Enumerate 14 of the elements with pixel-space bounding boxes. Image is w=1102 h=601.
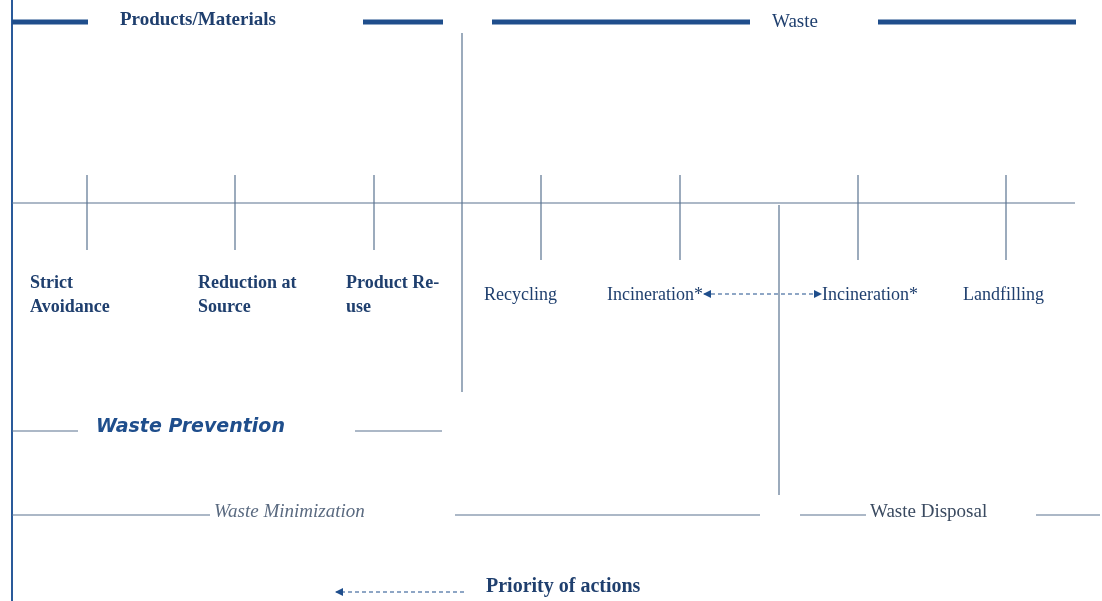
section-heading: Products/Materials	[120, 8, 276, 30]
stage-label: Product Re-use	[346, 270, 446, 318]
axis-caption: Priority of actions	[486, 574, 641, 597]
category-label: Waste Prevention	[96, 414, 285, 436]
stage-label: Incineration*	[822, 282, 918, 306]
stage-label: Incineration*	[607, 282, 703, 306]
section-heading: Waste	[772, 10, 818, 32]
arrow	[702, 290, 822, 298]
stage-label: Strict Avoidance	[30, 270, 140, 318]
stage-label: Recycling	[484, 282, 557, 306]
category-label: Waste Disposal	[870, 500, 988, 522]
category-label: Waste Minimization	[214, 500, 365, 522]
stage-label: Reduction at Source	[198, 270, 338, 318]
stage-label: Landfilling	[963, 282, 1044, 306]
